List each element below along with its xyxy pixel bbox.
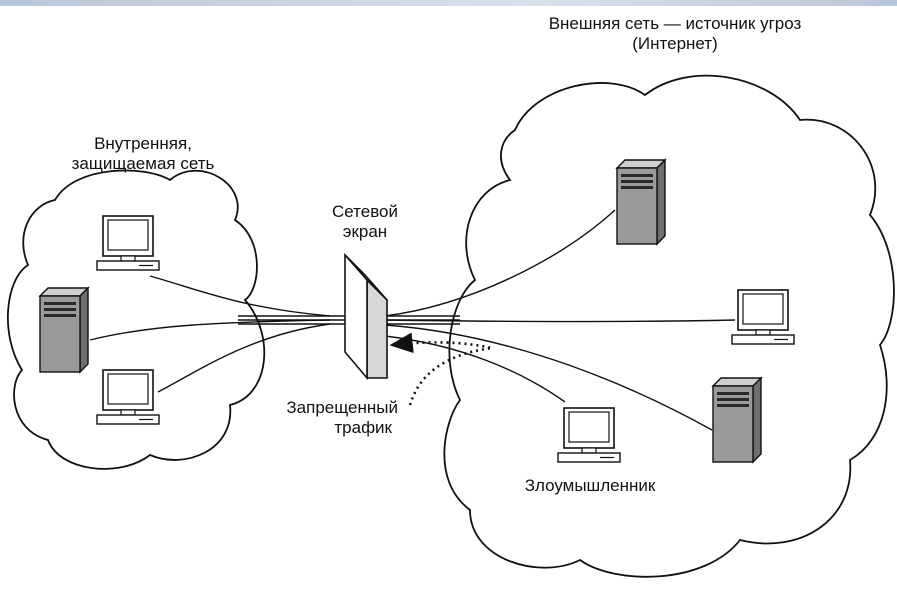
internal-pc-bottom-icon [96,369,160,425]
link-server [89,319,331,341]
internal-network-label: Внутренняя, защищаемая сеть [71,134,215,173]
internet-pc-icon [731,289,795,345]
internet-cloud [443,74,895,578]
attacker-label: Злоумышленник [524,476,656,495]
internal-pc-top-icon [96,215,160,271]
blocked-traffic-label: Запрещенный трафик [286,398,398,437]
internet-server-top-icon [616,159,666,245]
internal-links [89,275,331,393]
firewall [344,252,388,381]
link-server-top [384,209,616,317]
link-pc-top [149,275,331,317]
link-server-bottom [384,324,713,431]
internet-label: Внешняя сеть — источник угроз (Интернет) [548,14,802,53]
internal-server-icon [39,287,89,373]
internal-network-cloud [7,169,266,470]
internet-server-bottom-icon [712,377,762,463]
header-bar [0,0,897,6]
link-pc-right [384,319,736,323]
link-pc-bottom [157,323,331,393]
firewall-label: Сетевой экран [331,202,398,241]
attacker-pc-icon [557,407,621,463]
